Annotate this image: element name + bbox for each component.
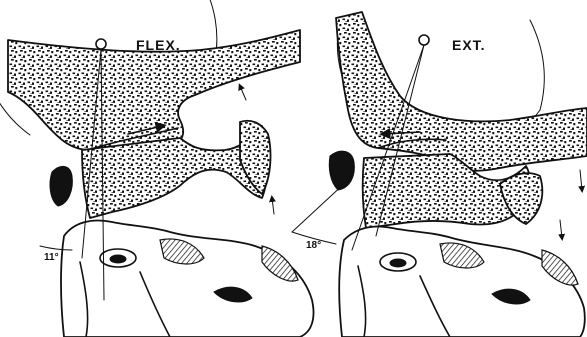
extension-axis-vertebra	[339, 227, 585, 337]
flexion-label: FLEX.	[136, 37, 181, 53]
flexion-rotation-center	[96, 39, 106, 49]
extension-label: EXT.	[452, 37, 486, 53]
flexion-angle-label: 11°	[44, 252, 59, 263]
flexion-up-arrow-2	[272, 198, 274, 214]
extension-anterior-tubercle	[329, 151, 354, 190]
extension-foramen-inner	[390, 259, 406, 267]
flexion-panel: FLEX. 11°	[0, 0, 314, 337]
flexion-foramen-inner	[110, 255, 126, 263]
extension-down-arrow-2	[560, 220, 562, 238]
extension-angle-ray	[292, 182, 346, 232]
extension-rotation-arc-right	[530, 20, 544, 110]
flexion-axis-vertebra	[61, 221, 314, 337]
extension-panel: EXT. 18°	[292, 12, 587, 337]
extension-down-arrow-1	[580, 170, 582, 190]
flexion-anterior-tubercle	[50, 166, 72, 206]
flexion-up-arrow-1	[240, 86, 246, 100]
extension-occipital-bone	[336, 12, 587, 171]
extension-rotation-center	[419, 35, 429, 45]
extension-angle-label: 18°	[306, 240, 321, 251]
